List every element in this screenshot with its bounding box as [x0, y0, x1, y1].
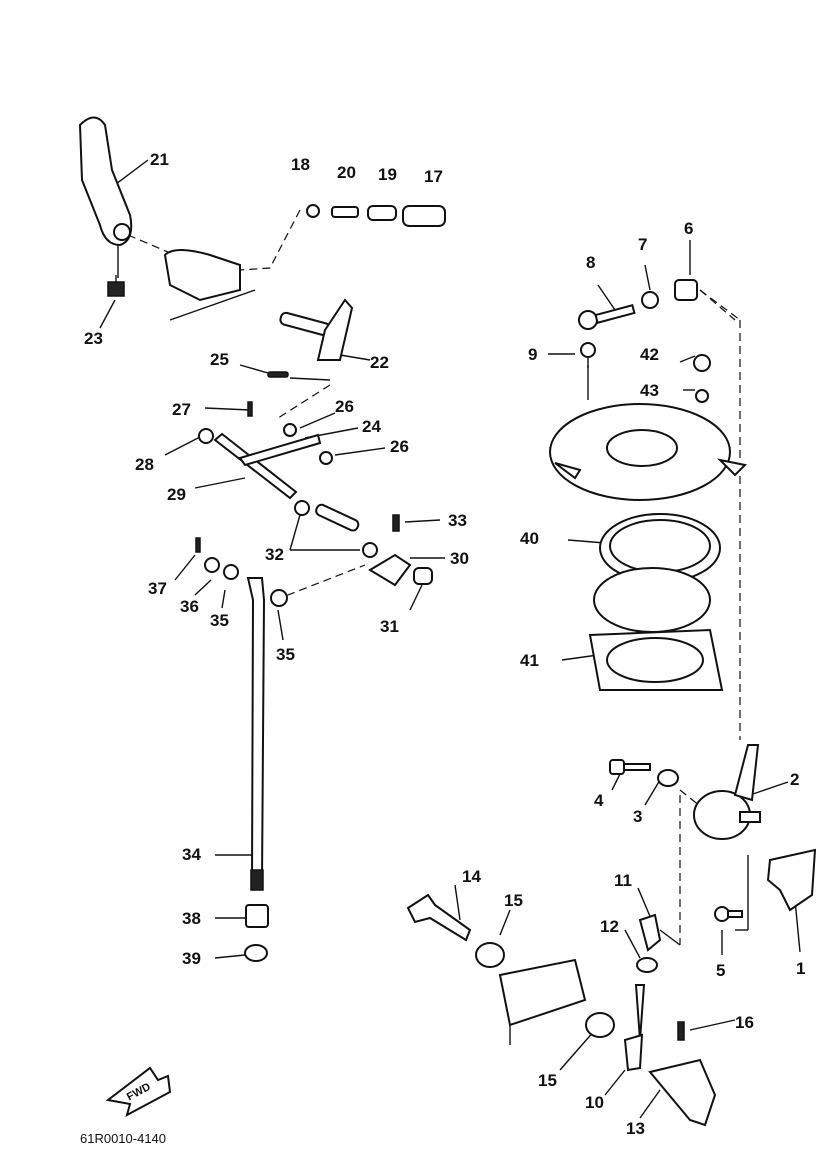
fwd-arrow-icon: FWD: [105, 1066, 172, 1117]
callout-3: 3: [633, 807, 642, 826]
callout-34: 34: [182, 845, 201, 864]
callout-7: 7: [638, 235, 647, 254]
callout-8: 8: [586, 253, 595, 272]
callout-25: 25: [210, 350, 229, 369]
cover-1: [766, 848, 817, 912]
nut-39: [244, 944, 268, 962]
bolt-4: [609, 759, 651, 775]
callout-31: 31: [380, 617, 399, 636]
callout-26-lower: 26: [390, 437, 409, 456]
throttle-lever-21: [78, 116, 133, 247]
callout-11: 11: [614, 871, 632, 890]
base-plate: [549, 403, 748, 501]
callout-20: 20: [337, 163, 356, 182]
callout-26: 26: [335, 397, 354, 416]
callout-30: 30: [450, 549, 469, 568]
drawing-code: 61R0010-4140: [80, 1131, 166, 1146]
callout-35-lower: 35: [276, 645, 295, 664]
linkage-24-29: [198, 401, 333, 500]
callout-40: 40: [520, 529, 539, 548]
bushing-15: [475, 942, 615, 1038]
callout-1: 1: [796, 959, 805, 978]
callout-43: 43: [640, 381, 659, 400]
callout-27: 27: [172, 400, 191, 419]
lever-10-13-16: [623, 984, 717, 1127]
mount-plate: [498, 958, 587, 1045]
callout-18: 18: [291, 155, 310, 174]
callout-4: 4: [594, 791, 604, 810]
lever-bracket: [163, 249, 256, 321]
callout-38: 38: [182, 909, 201, 928]
gasket-41: [588, 567, 724, 691]
spring-set-18-20-19-17: [306, 204, 446, 227]
callout-32: 32: [265, 545, 284, 564]
bracket-11-12: [636, 913, 662, 973]
callout-42: 42: [640, 345, 659, 364]
pin-14: [406, 893, 472, 942]
callout-15-lower: 15: [538, 1071, 557, 1090]
cam-2: [693, 744, 761, 840]
callout-labels: 21 18 20 19 17 23 6 7 8 9 42 43 25 22 27…: [84, 150, 805, 1138]
bolt-5: [714, 906, 743, 922]
parts-8-7-6: [578, 279, 698, 330]
callout-23: 23: [84, 329, 103, 348]
washers-37-36-35: [195, 537, 288, 607]
callout-41: 41: [520, 651, 539, 670]
shaft-22: [279, 298, 354, 361]
callout-5: 5: [716, 961, 725, 980]
callout-17: 17: [424, 167, 443, 186]
collar-3: [657, 769, 679, 787]
callout-14: 14: [462, 867, 481, 886]
callout-22: 22: [370, 353, 389, 372]
callout-13: 13: [626, 1119, 645, 1138]
pin-25: [267, 371, 289, 378]
bolt-23: [107, 275, 125, 297]
callout-35: 35: [210, 611, 229, 630]
callout-36: 36: [180, 597, 199, 616]
callout-10: 10: [585, 1093, 604, 1112]
callout-12: 12: [600, 917, 619, 936]
callout-19: 19: [378, 165, 397, 184]
callout-9: 9: [528, 345, 537, 364]
callout-39: 39: [182, 949, 201, 968]
callout-33: 33: [448, 511, 467, 530]
shaft-parts-32-33-30-31: [294, 500, 433, 587]
callout-24: 24: [362, 417, 381, 436]
callout-28: 28: [135, 455, 154, 474]
callout-29: 29: [167, 485, 186, 504]
ring-40: [599, 513, 721, 583]
callout-2: 2: [790, 770, 799, 789]
nut-38: [245, 904, 269, 928]
callout-15: 15: [504, 891, 523, 910]
rod-34: [246, 577, 266, 891]
parts-9-42-43: [580, 342, 711, 403]
callout-6: 6: [684, 219, 693, 238]
callout-16: 16: [735, 1013, 754, 1032]
callout-37: 37: [148, 579, 167, 598]
callout-21: 21: [150, 150, 169, 169]
